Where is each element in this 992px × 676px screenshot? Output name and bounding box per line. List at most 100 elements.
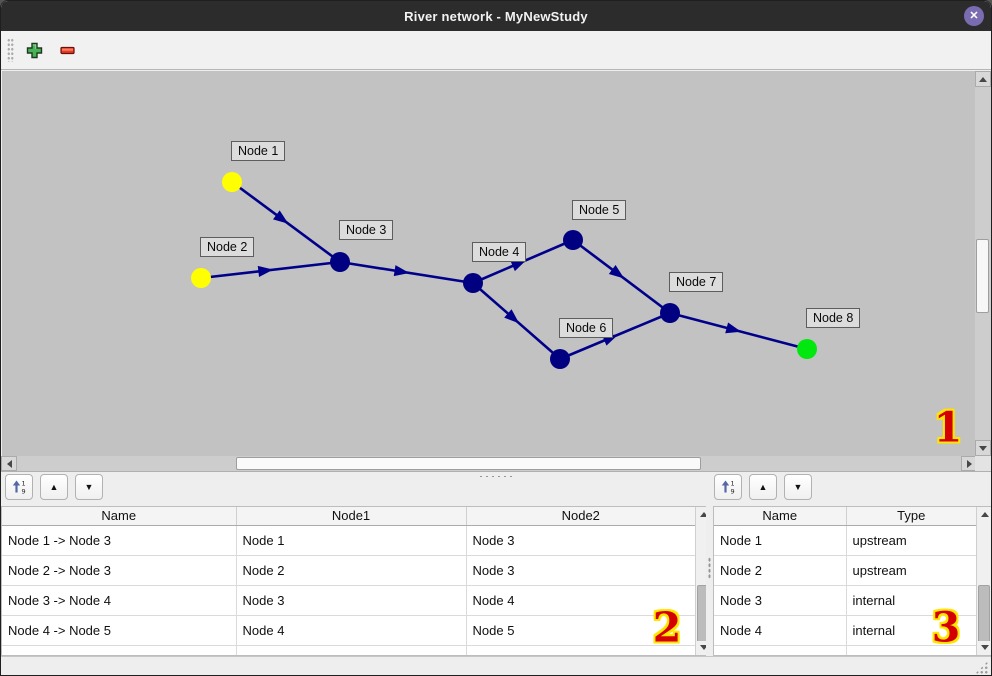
node-circle[interactable] xyxy=(191,268,211,288)
node-label[interactable]: Node 4 xyxy=(472,242,527,262)
table-cell[interactable]: Node 4 xyxy=(714,615,847,646)
horizontal-splitter[interactable] xyxy=(1,472,991,480)
node-circle[interactable] xyxy=(797,339,817,359)
table-cell[interactable]: Node 4 xyxy=(466,585,695,616)
scrollbar-corner xyxy=(975,456,991,472)
node-label[interactable]: Node 8 xyxy=(806,308,861,328)
node-label[interactable]: Node 7 xyxy=(669,272,724,292)
nodes-move-up-button[interactable]: ▲ xyxy=(749,474,777,500)
node-label[interactable]: Node 5 xyxy=(572,200,627,220)
links-panel-toolbar: 1 9 ▲ ▼ xyxy=(5,474,103,500)
scroll-down-button[interactable] xyxy=(977,641,991,654)
table-cell[interactable]: Node 3 xyxy=(466,525,695,556)
remove-button[interactable] xyxy=(55,38,79,62)
scroll-up-button[interactable] xyxy=(977,508,991,521)
table-cell xyxy=(236,645,467,655)
table-cell[interactable]: Node 2 xyxy=(236,555,467,586)
edge-arrow-icon xyxy=(725,322,742,334)
add-button[interactable] xyxy=(22,38,46,62)
edge-arrow-icon xyxy=(608,265,625,279)
table-cell[interactable]: Node 4 -> Node 5 xyxy=(2,615,237,646)
table-cell[interactable]: Node 4 xyxy=(236,615,467,646)
table-cell[interactable]: Node 3 xyxy=(236,585,467,616)
table-cell[interactable]: Node 3 xyxy=(714,585,847,616)
vertical-scroll-thumb[interactable] xyxy=(976,239,989,313)
node-circle[interactable] xyxy=(463,273,483,293)
node-circle[interactable] xyxy=(330,252,350,272)
table-cell[interactable]: Node 1 -> Node 3 xyxy=(2,525,237,556)
table-cell[interactable]: Node 1 xyxy=(236,525,467,556)
table-scroll-thumb[interactable] xyxy=(978,585,990,643)
svg-text:1: 1 xyxy=(22,480,26,488)
triangle-down-icon xyxy=(980,645,989,650)
node-label[interactable]: Node 3 xyxy=(339,220,394,240)
table-cell[interactable]: Node 2 xyxy=(714,555,847,586)
edge-arrow-icon xyxy=(393,265,410,277)
column-header[interactable]: Name xyxy=(2,507,237,526)
triangle-up-icon xyxy=(979,76,987,82)
column-header[interactable]: Type xyxy=(846,507,976,526)
table-cell[interactable]: Node 3 -> Node 4 xyxy=(2,585,237,616)
triangle-left-icon xyxy=(6,459,12,468)
table-cell xyxy=(2,645,237,655)
table-cell xyxy=(846,645,976,655)
table-cell xyxy=(714,645,847,655)
table-cell[interactable]: upstream xyxy=(846,525,976,556)
table-cell[interactable]: Node 3 xyxy=(466,555,695,586)
nodes-sort-button[interactable]: 1 9 xyxy=(714,474,742,500)
scroll-up-button[interactable] xyxy=(975,71,991,87)
node-circle[interactable] xyxy=(563,230,583,250)
links-move-down-button[interactable]: ▼ xyxy=(75,474,103,500)
canvas-vertical-scrollbar xyxy=(975,71,991,456)
table-cell[interactable]: upstream xyxy=(846,555,976,586)
node-label[interactable]: Node 2 xyxy=(200,237,255,257)
table-cell[interactable]: Node 5 xyxy=(466,615,695,646)
links-sort-button[interactable]: 1 9 xyxy=(5,474,33,500)
title-bar[interactable]: River network - MyNewStudy ✕ xyxy=(1,1,991,31)
column-header[interactable]: Name xyxy=(714,507,847,526)
toolbar-drag-handle[interactable] xyxy=(7,38,14,62)
arrow-up-icon: ▲ xyxy=(758,482,768,492)
column-header[interactable]: Node1 xyxy=(236,507,467,526)
node-label[interactable]: Node 1 xyxy=(231,141,286,161)
table-cell[interactable]: Node 1 xyxy=(714,525,847,556)
arrow-down-icon: ▼ xyxy=(84,482,94,492)
scroll-left-button[interactable] xyxy=(1,456,17,471)
triangle-down-icon xyxy=(979,445,987,451)
column-header[interactable]: Node2 xyxy=(466,507,695,526)
table-cell[interactable]: Node 2 -> Node 3 xyxy=(2,555,237,586)
table-cell[interactable]: internal xyxy=(846,585,976,616)
node-label[interactable]: Node 6 xyxy=(559,318,614,338)
scroll-down-button[interactable] xyxy=(975,440,991,456)
nodes-move-down-button[interactable]: ▼ xyxy=(784,474,812,500)
close-button[interactable]: ✕ xyxy=(964,6,984,26)
links-move-up-button[interactable]: ▲ xyxy=(40,474,68,500)
minus-icon xyxy=(59,46,75,54)
edge-arrow-icon xyxy=(504,309,520,324)
arrow-up-icon: ▲ xyxy=(49,482,59,492)
node-circle[interactable] xyxy=(550,349,570,369)
vertical-splitter[interactable] xyxy=(706,480,713,656)
node-circle[interactable] xyxy=(660,303,680,323)
close-icon: ✕ xyxy=(969,10,979,22)
plus-icon xyxy=(26,42,42,58)
node-circle[interactable] xyxy=(222,172,242,192)
status-bar xyxy=(1,656,991,675)
river-network-canvas[interactable]: Node 1 Node 2 Node 3 Node 4 Node 5 Node 6 Node… xyxy=(2,71,977,456)
table-cell[interactable]: internal xyxy=(846,615,976,646)
horizontal-scroll-thumb[interactable] xyxy=(236,457,701,470)
resize-grip[interactable] xyxy=(975,661,988,674)
